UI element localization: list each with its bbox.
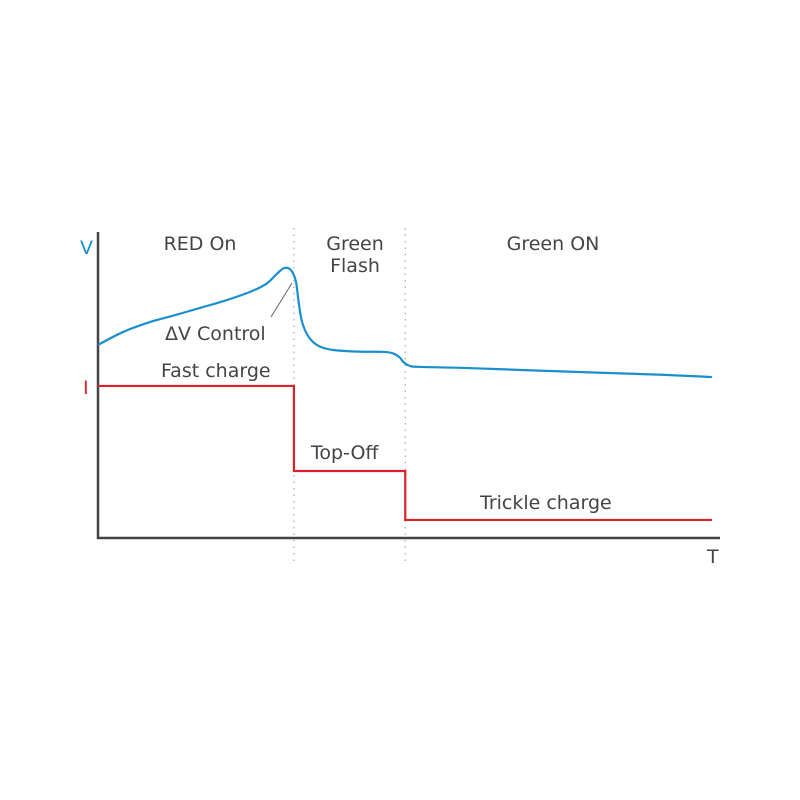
phase-label-green-flash-line2: Flash [330,255,380,277]
phase-label-green-on: Green ON [507,233,600,255]
annotation-top-off: Top-Off [310,442,379,464]
voltage-line [97,266,712,379]
current-line [98,384,712,522]
phase-label-green-flash-line1: Green [326,233,384,255]
series-group [97,266,712,522]
y-axis-label-current: I [83,377,89,399]
annotation-delta-v-control: ΔV Control [165,323,266,345]
annotation-fast-charge: Fast charge [161,360,271,382]
phase-dividers [293,228,406,562]
x-axis-label: T [706,546,719,568]
y-axis-label-voltage: V [80,237,93,259]
annotation-trickle-charge: Trickle charge [479,492,612,514]
delta-v-leader-line [270,282,293,318]
phase-label-red-on: RED On [164,233,237,255]
